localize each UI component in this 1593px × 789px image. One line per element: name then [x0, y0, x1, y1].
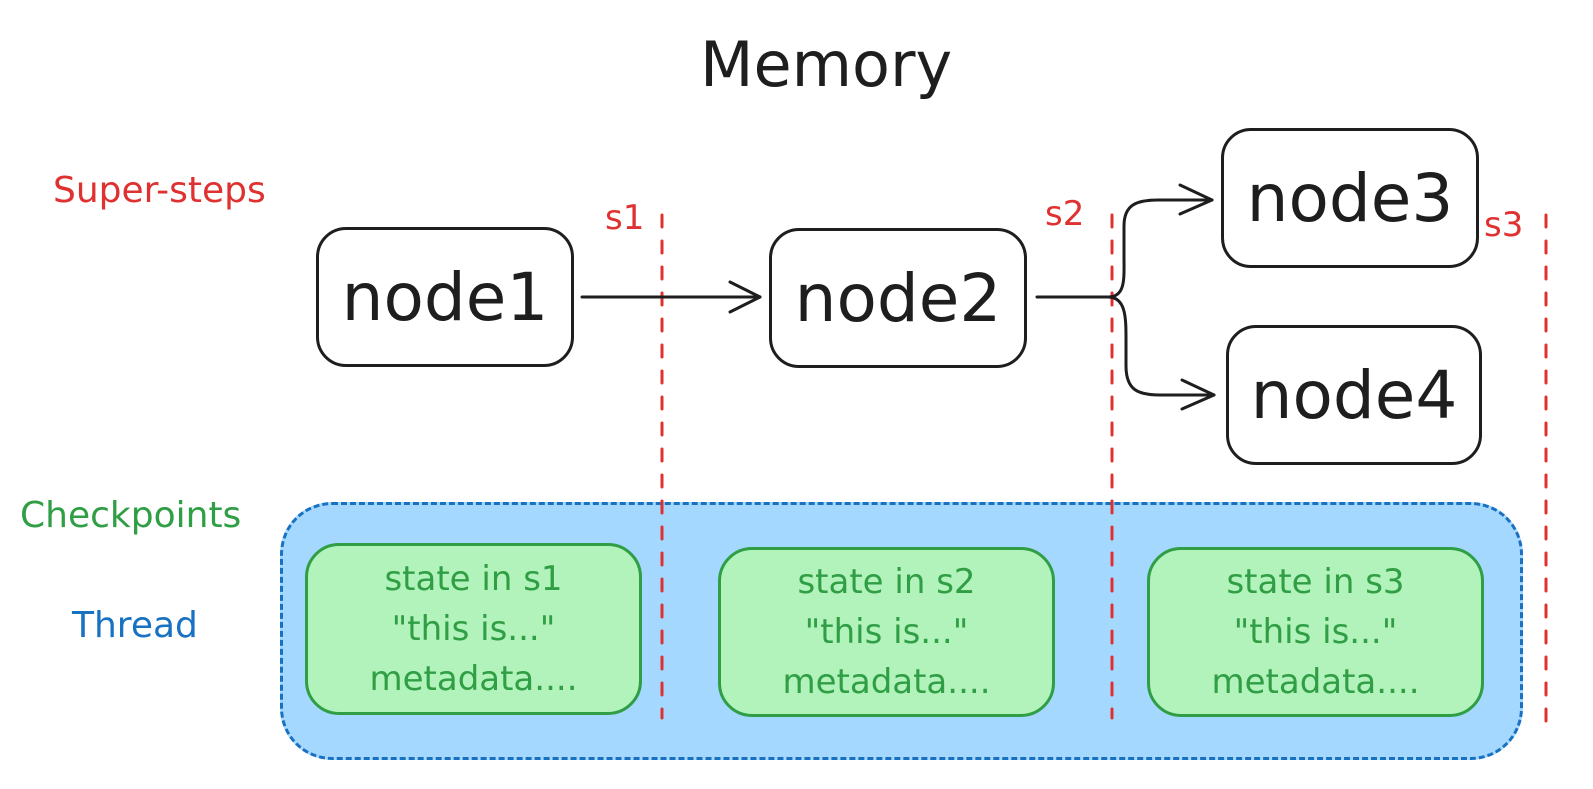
node-1-label: node1 — [341, 258, 549, 336]
label-super-steps: Super-steps — [53, 170, 266, 211]
node-4: node4 — [1226, 325, 1482, 465]
arrow-node2-to-node4-head — [1180, 378, 1216, 411]
arrow-node2-to-node3 — [1035, 198, 1214, 299]
node-3: node3 — [1221, 128, 1479, 268]
arrow-node1-to-node2-head — [728, 280, 762, 314]
step-label-s3: s3 — [1484, 205, 1524, 245]
checkpoint-s1-metadata: metadata.... — [369, 659, 578, 699]
label-thread: Thread — [72, 605, 198, 646]
checkpoint-s2-state: state in s2 — [797, 562, 976, 602]
checkpoint-s3-state: state in s3 — [1226, 562, 1405, 602]
step-label-s1: s1 — [605, 198, 645, 238]
node-3-label: node3 — [1246, 159, 1454, 237]
checkpoint-s3-metadata: metadata.... — [1211, 662, 1420, 702]
checkpoint-s2-metadata: metadata.... — [782, 662, 991, 702]
step-label-s2: s2 — [1045, 194, 1085, 234]
node-4-label: node4 — [1250, 356, 1458, 434]
checkpoint-s1-state: state in s1 — [384, 559, 563, 599]
arrow-node2-to-node4 — [1106, 295, 1216, 397]
checkpoint-s3-value: "this is..." — [1233, 612, 1398, 652]
checkpoint-s3: state in s3 "this is..." metadata.... — [1147, 547, 1484, 717]
arrow-node2-to-node3-head — [1178, 183, 1214, 216]
checkpoint-s1: state in s1 "this is..." metadata.... — [305, 543, 642, 715]
checkpoint-s2-value: "this is..." — [804, 612, 969, 652]
label-checkpoints: Checkpoints — [20, 495, 242, 536]
checkpoint-s1-value: "this is..." — [391, 609, 556, 649]
diagram-title: Memory — [700, 28, 953, 101]
checkpoint-s2: state in s2 "this is..." metadata.... — [718, 547, 1055, 717]
node-2: node2 — [769, 228, 1027, 368]
node-2-label: node2 — [794, 259, 1002, 337]
node-1: node1 — [316, 227, 574, 367]
